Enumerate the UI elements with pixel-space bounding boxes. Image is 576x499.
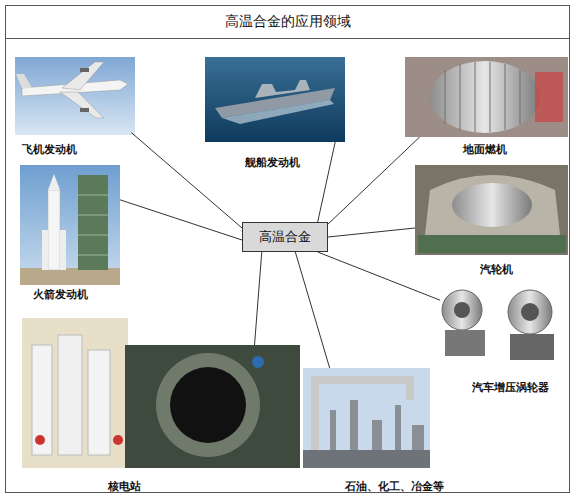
connector-line bbox=[131, 133, 242, 228]
photo-caption: 石油、化工、冶金等 bbox=[345, 479, 444, 494]
photo-caption: 舰船发动机 bbox=[245, 155, 300, 170]
application-photo: 核电站 bbox=[125, 345, 300, 468]
photo-caption: 飞机发动机 bbox=[22, 142, 77, 157]
application-photo: 火箭发动机 bbox=[20, 165, 120, 285]
connector-line bbox=[255, 252, 262, 345]
application-photo: 汽车增压涡轮器 bbox=[432, 282, 568, 365]
application-photo: 地面燃机 bbox=[405, 57, 568, 137]
photo-caption: 汽车增压涡轮器 bbox=[472, 380, 549, 395]
connector-line bbox=[328, 228, 415, 237]
photo-caption: 地面燃机 bbox=[463, 142, 507, 157]
connector-line bbox=[120, 200, 242, 240]
connector-line bbox=[318, 252, 440, 300]
connector-line bbox=[318, 142, 336, 222]
connector-line bbox=[328, 137, 420, 224]
application-photo: 舰船发动机 bbox=[205, 57, 345, 142]
photo-caption: 汽轮机 bbox=[480, 262, 513, 277]
title-bar: 高温合金的应用领域 bbox=[5, 5, 570, 39]
node-label: 高温合金 bbox=[259, 228, 311, 246]
center-box: 高温合金 bbox=[242, 222, 328, 252]
diagram-title: 高温合金的应用领域 bbox=[225, 13, 351, 31]
application-photo: 石油、化工、冶金等 bbox=[303, 368, 430, 468]
photo-caption: 火箭发动机 bbox=[33, 287, 88, 302]
application-photo: 汽轮机 bbox=[415, 165, 568, 255]
photo-caption: 核电站 bbox=[108, 479, 141, 494]
connector-line bbox=[295, 252, 329, 368]
application-photo: 飞机发动机 bbox=[15, 57, 135, 135]
